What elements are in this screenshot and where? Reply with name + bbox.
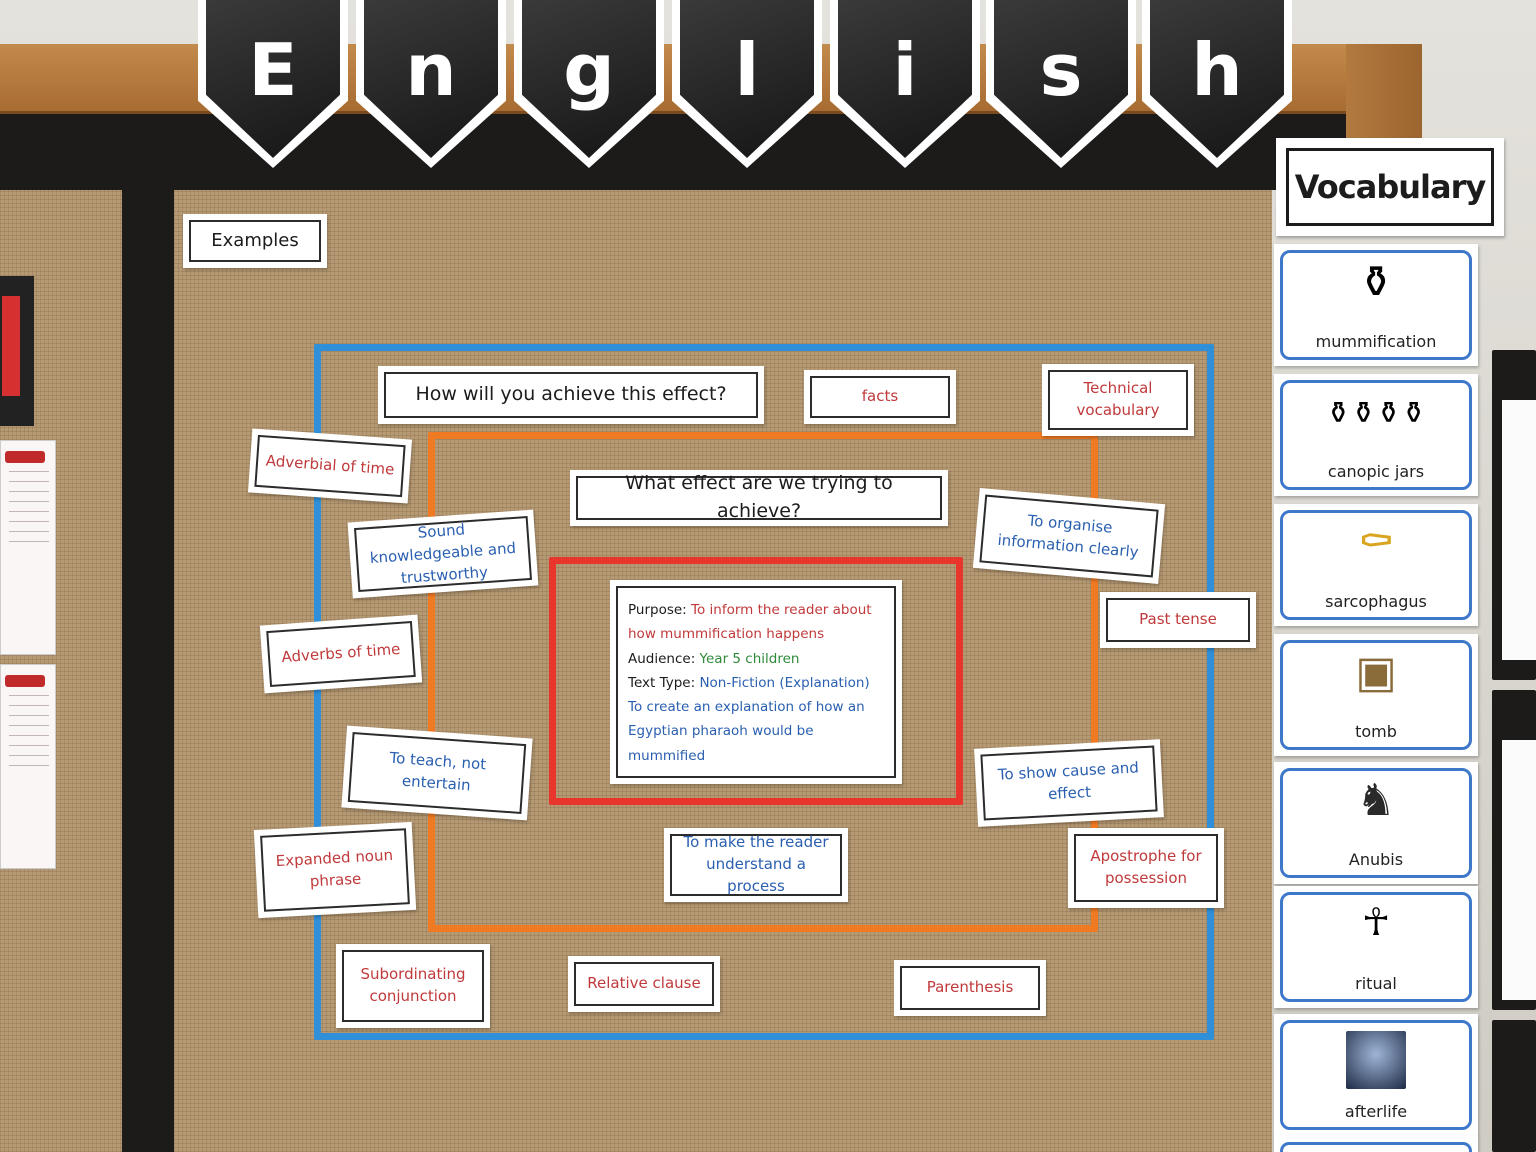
pennant-letter: E: [248, 28, 298, 112]
pennant-letter: n: [405, 28, 457, 112]
technique-card: Relative clause: [568, 956, 720, 1012]
goal-text: To create an explanation of how an Egypt…: [628, 699, 865, 764]
right-display-panel: [1492, 1020, 1536, 1152]
vocab-card-tomb: ▣ tomb: [1274, 634, 1478, 756]
kapow-poster-top: [0, 440, 56, 655]
vocab-card-mummification: ⚱ mummification: [1274, 244, 1478, 366]
pennant-letter: g: [563, 28, 615, 112]
pennant-letter: h: [1191, 28, 1243, 112]
black-border-top: [0, 114, 1346, 190]
inner-red-tape: [549, 557, 963, 805]
afterlife-icon: [1346, 1031, 1406, 1089]
outer-blue-tape: [314, 344, 1214, 1040]
question-what: What effect are we trying to achieve?: [570, 470, 948, 526]
technique-card: facts: [804, 370, 956, 424]
red-sign-fragment: [0, 276, 34, 426]
text-type-label: Text Type:: [628, 674, 696, 691]
technique-card: Subordinating conjunction: [336, 944, 490, 1028]
technique-card: Adverbial of time: [247, 428, 413, 504]
technique-card: Past tense: [1100, 592, 1256, 648]
audience-value: Year 5 children: [699, 650, 800, 667]
vocab-card-ritual: ☥ ritual: [1274, 886, 1478, 1008]
vocab-card-afterlife: afterlife: [1274, 1014, 1478, 1136]
examples-label: Examples: [183, 214, 327, 268]
vocabulary-title: Vocabulary: [1276, 138, 1504, 236]
pennant-letter: s: [1039, 28, 1083, 112]
kapow-poster-bottom: [0, 664, 56, 869]
anubis-icon: ♞: [1356, 775, 1396, 826]
technique-card: Adverbs of time: [259, 614, 423, 694]
tomb-icon: ▣: [1355, 647, 1397, 698]
vocab-card-canopic-jars: ⚱⚱⚱⚱ canopic jars: [1274, 374, 1478, 496]
pennant-letter: i: [892, 28, 918, 112]
effect-card: To make the reader understand a process: [664, 828, 848, 902]
text-type-value: Non-Fiction (Explanation): [699, 674, 870, 691]
technique-card: Parenthesis: [894, 960, 1046, 1016]
purpose-card: Purpose: To inform the reader about how …: [610, 580, 902, 784]
right-display-panel: [1492, 350, 1536, 680]
technique-card: Expanded noun phrase: [253, 821, 417, 919]
vocab-card-sarcophagus: ⚰ sarcophagus: [1274, 504, 1478, 626]
black-border-left: [122, 190, 174, 1152]
technique-card: Apostrophe for possession: [1068, 828, 1224, 908]
purpose-label: Purpose:: [628, 602, 687, 618]
question-how: How will you achieve this effect?: [378, 366, 764, 424]
effect-card: Sound knowledgeable and trustworthy: [347, 509, 539, 599]
mummy-icon: ⚱: [1357, 257, 1395, 308]
purpose-value: To inform the reader about how mummifica…: [628, 602, 872, 643]
right-display-panel: [1492, 690, 1536, 1010]
audience-label: Audience:: [628, 650, 696, 667]
vocab-card-anubis: ♞ Anubis: [1274, 762, 1478, 884]
effect-card: To organise information clearly: [972, 488, 1166, 584]
technique-card: Technical vocabulary: [1042, 364, 1194, 436]
middle-orange-tape: [428, 432, 1098, 932]
vocab-card-partial: [1274, 1136, 1478, 1152]
ritual-icon: ☥: [1361, 900, 1391, 944]
effect-card: To show cause and effect: [974, 739, 1164, 827]
wooden-frame-right: [1346, 44, 1422, 144]
sarcophagus-icon: ⚰: [1357, 517, 1395, 568]
canopic-jars-icon: ⚱⚱⚱⚱: [1325, 396, 1427, 431]
effect-card: To teach, not entertain: [341, 725, 533, 821]
pennant-letter: l: [734, 28, 760, 112]
